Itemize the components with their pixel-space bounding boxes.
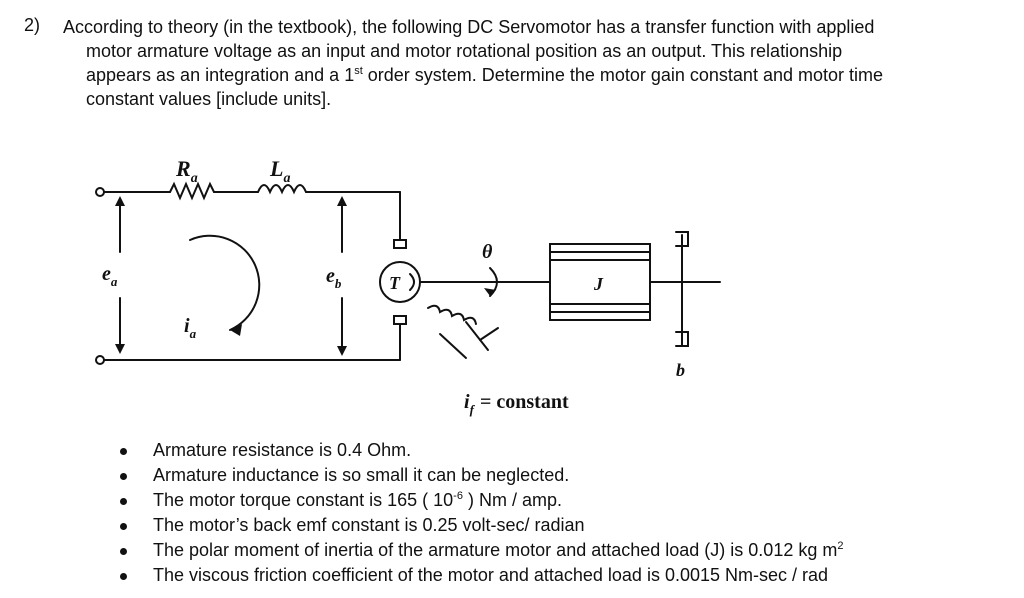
label-ea: ea [102,263,118,289]
damper-top [675,231,689,247]
list-item: The motor torque constant is 165 ( 10-6 … [112,488,1012,513]
list-item: The motor’s back emf constant is 0.25 vo… [112,513,1012,538]
list-item: Armature resistance is 0.4 Ohm. [112,438,1012,463]
list-item: Armature inductance is so small it can b… [112,463,1012,488]
question-text: According to theory (in the textbook), t… [63,15,1013,111]
list-item: The polar moment of inertia of the armat… [112,538,1012,563]
label-eb: eb [326,265,342,291]
label-b: b [676,360,685,380]
terminal-top [95,187,105,197]
given-values-list: Armature resistance is 0.4 Ohm. Armature… [112,438,1012,588]
label-theta: θ [482,241,493,263]
question-line-2: motor armature voltage as an input and m… [86,41,843,61]
field-coil [427,304,477,325]
label-ia: ia [184,315,197,341]
inductor-symbol [257,184,307,195]
question-line-4: constant values [include units]. [86,89,332,109]
label-Ra: Ra [175,156,198,186]
damper-bottom [675,331,689,347]
label-if: if [464,391,476,417]
label-T: T [389,273,401,293]
dc-servomotor-diagram: Ra La ea ia eb T θ J b if = constant [95,156,721,417]
list-item: The viscous friction coefficient of the … [112,563,1012,588]
label-J: J [593,274,604,294]
question-line-1: According to theory (in the textbook), t… [63,17,875,37]
label-La: La [269,156,290,186]
label-if-constant: = constant [480,391,569,413]
resistor-symbol [169,181,215,201]
question-number: 2) [24,15,41,35]
question-line-3: appears as an integration and a 1st orde… [86,65,883,85]
terminal-bottom [95,355,105,365]
current-loop-arrow [189,234,261,331]
